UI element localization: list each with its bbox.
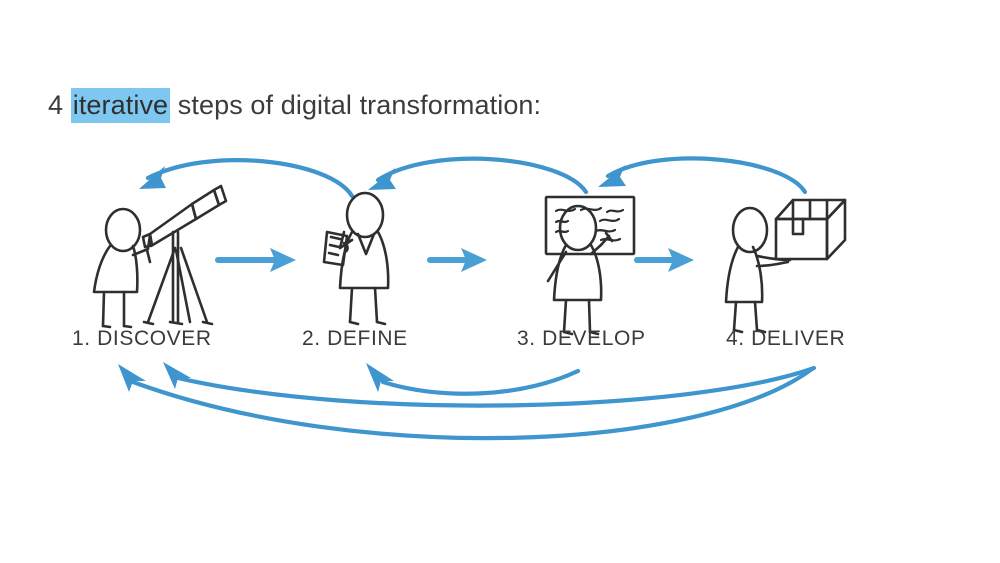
illustration-person-holding-box xyxy=(724,198,847,334)
page-title: 4 iterative steps of digital transformat… xyxy=(48,88,542,123)
feedback-arc-bottom-deliver-to-define xyxy=(163,362,817,408)
step-label-develop: 3. DEVELOP xyxy=(517,327,646,350)
illustration-person-at-whiteboard xyxy=(544,195,636,336)
title-suffix: steps of digital transformation: xyxy=(170,90,542,120)
forward-arrow-develop-to-deliver xyxy=(634,248,694,272)
illustration-person-with-telescope xyxy=(92,184,228,329)
feedback-arc-top-deliver-to-develop xyxy=(598,156,808,195)
step-label-deliver: 4. DELIVER xyxy=(726,327,846,350)
forward-arrow-discover-to-define xyxy=(215,248,296,272)
step-label-discover: 1. DISCOVER xyxy=(72,327,212,350)
forward-arrow-define-to-develop xyxy=(427,248,487,272)
illustration-person-with-clipboard xyxy=(322,191,390,326)
title-highlight: iterative xyxy=(70,88,171,123)
feedback-arc-bottom-deliver-to-discover xyxy=(118,364,815,441)
feedback-arc-bottom-develop-to-define xyxy=(366,363,581,396)
step-label-define: 2. DEFINE xyxy=(302,327,408,350)
feedback-arc-top-define-to-discover xyxy=(139,158,355,199)
feedback-arc-top-develop-to-define xyxy=(368,156,589,195)
title-prefix: 4 xyxy=(48,90,71,120)
